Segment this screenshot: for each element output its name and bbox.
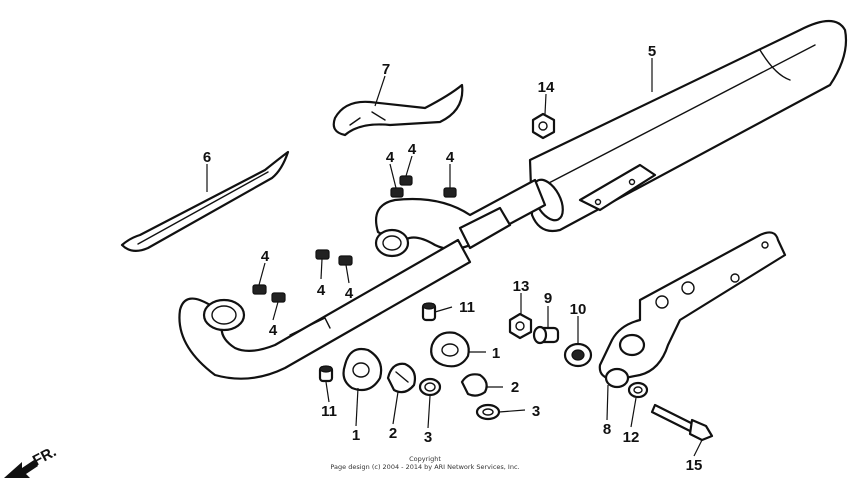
clip-4g[interactable] <box>271 292 286 303</box>
bolt-15[interactable] <box>650 403 714 442</box>
muffler[interactable] <box>527 19 848 233</box>
clip-4d[interactable] <box>252 284 267 295</box>
copyright-line-1: Copyright <box>409 455 441 463</box>
washer-12[interactable] <box>627 381 649 399</box>
callout-11b: 11 <box>321 403 337 420</box>
copyright-line-2: Page design (c) 2004 - 2014 by ARI Netwo… <box>330 463 519 471</box>
bushing-10[interactable] <box>563 342 593 368</box>
callout-9: 9 <box>544 290 552 307</box>
front-direction-marker: FR. <box>4 443 59 478</box>
clip-4c[interactable] <box>443 187 457 198</box>
clip-4f[interactable] <box>338 255 353 266</box>
nut-11-upper[interactable] <box>421 302 437 322</box>
clip-4e[interactable] <box>315 249 330 260</box>
callout-1b: 1 <box>492 345 500 362</box>
callout-6: 6 <box>203 149 211 166</box>
callout-3a: 3 <box>424 429 432 446</box>
muffler-bracket[interactable] <box>598 231 787 389</box>
heat-shield-6[interactable] <box>120 150 290 252</box>
ring-2-upper[interactable] <box>460 373 488 397</box>
nut-13[interactable] <box>508 312 533 340</box>
heat-shield-7[interactable] <box>332 83 464 137</box>
callout-4e: 4 <box>317 282 326 299</box>
callout-4a: 4 <box>386 149 395 166</box>
callout-3b: 3 <box>532 403 540 420</box>
ring-2-lower[interactable] <box>386 362 417 394</box>
flange-1-upper[interactable] <box>430 331 470 368</box>
leader-lines <box>206 58 703 457</box>
callout-12: 12 <box>623 429 640 446</box>
rear-exhaust-pipe[interactable] <box>374 178 547 258</box>
collar-9[interactable] <box>532 325 560 345</box>
callout-5: 5 <box>648 43 656 60</box>
washer-3-upper[interactable] <box>475 403 501 421</box>
nut-11-lower[interactable] <box>318 365 334 383</box>
callout-7: 7 <box>382 61 390 78</box>
callout-8: 8 <box>603 421 611 438</box>
callout-13: 13 <box>513 278 530 295</box>
flange-1-lower[interactable] <box>342 347 383 392</box>
callout-4f: 4 <box>345 285 354 302</box>
callout-4c: 4 <box>446 149 455 166</box>
callout-4b: 4 <box>408 141 417 158</box>
clip-4a[interactable] <box>390 187 404 198</box>
callout-14: 14 <box>538 79 555 96</box>
callout-15: 15 <box>686 457 703 474</box>
callout-1a: 1 <box>352 427 360 444</box>
front-exhaust-pipe[interactable] <box>178 238 472 380</box>
callout-4g: 4 <box>269 322 278 339</box>
callout-4d: 4 <box>261 248 270 265</box>
washer-3-lower[interactable] <box>418 377 442 397</box>
front-arrow-icon <box>4 460 38 478</box>
clip-4b[interactable] <box>399 175 413 186</box>
nut-14[interactable] <box>531 112 556 140</box>
callout-10: 10 <box>570 301 587 318</box>
callout-11a: 11 <box>459 299 475 316</box>
callout-2a: 2 <box>389 425 397 442</box>
callout-2b: 2 <box>511 379 519 396</box>
